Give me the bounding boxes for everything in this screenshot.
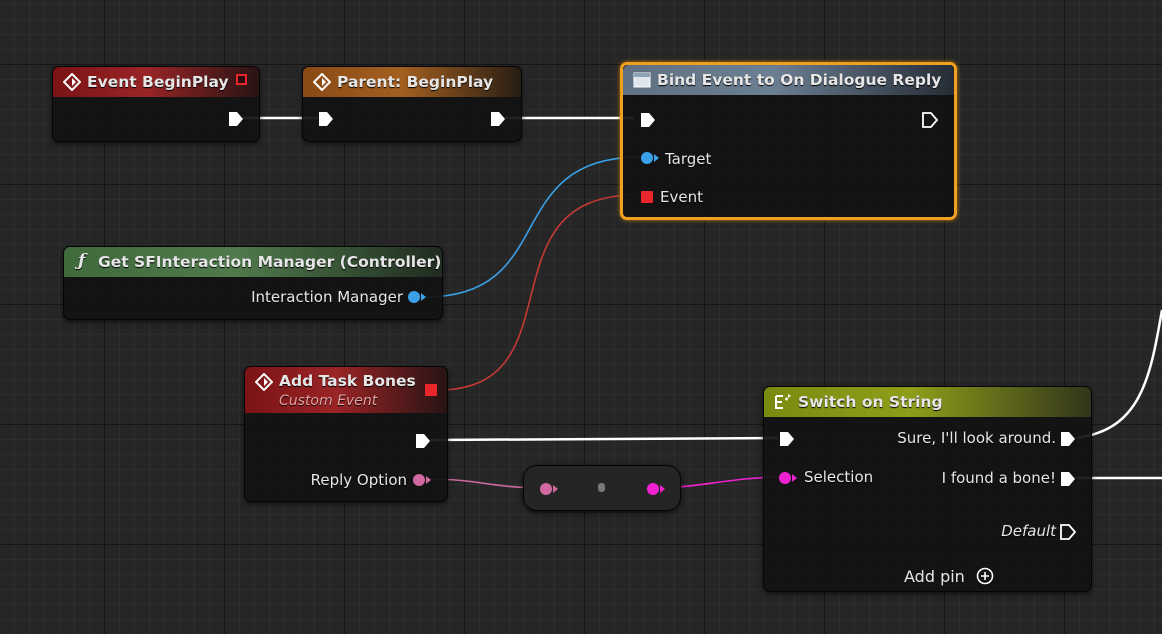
node-title: Switch on String	[798, 393, 943, 411]
exec-wire-addtask-to-switch[interactable]	[429, 436, 779, 442]
exec-output-pin[interactable]	[489, 110, 507, 128]
exec-output-pin-default[interactable]	[1059, 523, 1077, 541]
string-output-pin[interactable]	[646, 482, 666, 496]
object-wire-manager-to-target[interactable]	[424, 156, 641, 298]
delegate-wire-addtask-to-event[interactable]	[437, 194, 637, 391]
default-pin-label: Default	[1001, 522, 1056, 540]
node-title: Event BeginPlay	[87, 73, 229, 91]
event-diamond-icon	[63, 73, 81, 91]
reroute-node[interactable]	[523, 465, 681, 511]
event-diamond-icon	[313, 73, 331, 91]
exec-output-pin[interactable]	[921, 111, 939, 129]
add-pin-button[interactable]: Add pin	[904, 567, 994, 589]
get-interaction-manager-node[interactable]: ƒ Get SFInteraction Manager (Controller)…	[63, 246, 443, 320]
delegate-output-pin[interactable]	[236, 74, 247, 85]
node-header: ƒ Get SFInteraction Manager (Controller)	[64, 247, 442, 277]
string-input-pin[interactable]	[539, 482, 559, 496]
node-header: Switch on String	[764, 387, 1091, 417]
reroute-dot-icon	[598, 483, 605, 492]
case-2-pin-label: I found a bone!	[941, 469, 1056, 487]
parent-beginplay-node[interactable]: Parent: BeginPlay	[302, 66, 522, 142]
node-header: Add Task Bones Custom Event	[245, 367, 447, 413]
exec-output-pin-case-2[interactable]	[1059, 470, 1077, 488]
delegate-input-pin[interactable]	[641, 191, 653, 203]
event-pin-label: Event	[660, 188, 703, 206]
exec-output-pin-case-1[interactable]	[1059, 430, 1077, 448]
function-icon: ƒ	[78, 251, 86, 271]
exec-input-pin[interactable]	[639, 111, 657, 129]
add-pin-label: Add pin	[904, 567, 965, 586]
exec-input-pin[interactable]	[317, 110, 335, 128]
exec-output-pin[interactable]	[227, 110, 245, 128]
node-header: Parent: BeginPlay	[303, 67, 521, 97]
object-output-pin[interactable]	[407, 290, 427, 304]
event-diamond-icon	[255, 373, 273, 391]
target-pin-label: Target	[665, 150, 712, 168]
switch-icon	[775, 394, 791, 409]
case-1-pin-label: Sure, I'll look around.	[897, 429, 1056, 447]
selection-pin-label: Selection	[804, 468, 874, 486]
string-output-pin[interactable]	[412, 473, 432, 487]
window-icon	[633, 72, 651, 88]
exec-wire-case1-out[interactable]	[1075, 309, 1162, 440]
node-title: Add Task Bones	[279, 372, 416, 390]
plus-circle-icon	[976, 567, 994, 585]
delegate-output-pin[interactable]	[425, 384, 437, 396]
object-input-pin[interactable]	[640, 151, 660, 165]
interaction-manager-pin-label: Interaction Manager	[251, 288, 403, 306]
event-beginplay-node[interactable]: Event BeginPlay	[52, 66, 260, 142]
node-title: Parent: BeginPlay	[337, 73, 494, 91]
node-title: Bind Event to On Dialogue Reply	[657, 71, 942, 89]
add-task-bones-node[interactable]: Add Task Bones Custom Event Reply Option	[244, 366, 448, 502]
node-header: Event BeginPlay	[53, 67, 259, 97]
reply-option-pin-label: Reply Option	[310, 471, 407, 489]
exec-input-pin[interactable]	[778, 430, 796, 448]
node-title: Get SFInteraction Manager (Controller)	[98, 253, 442, 271]
switch-on-string-node[interactable]: Switch on String Sure, I'll look around.…	[763, 386, 1092, 592]
exec-output-pin[interactable]	[414, 432, 432, 450]
string-input-pin[interactable]	[778, 471, 798, 485]
node-header: Bind Event to On Dialogue Reply	[623, 65, 954, 95]
bind-event-node[interactable]: Bind Event to On Dialogue Reply Target E…	[620, 62, 957, 220]
node-subtitle: Custom Event	[279, 393, 378, 409]
